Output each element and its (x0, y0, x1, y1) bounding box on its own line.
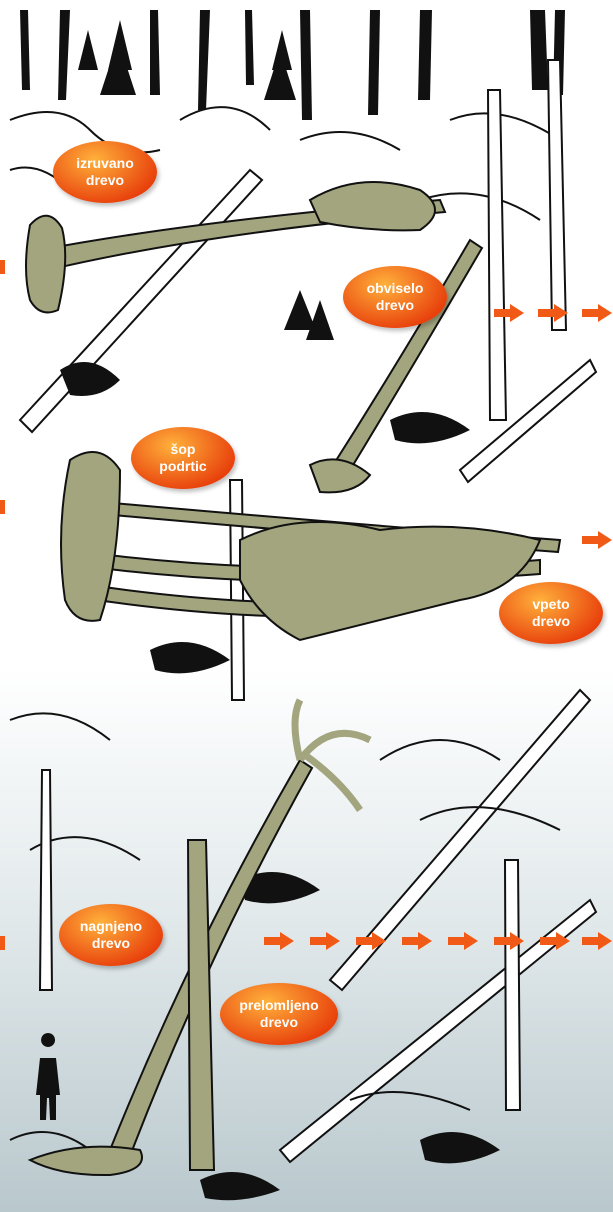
arrow-row-middle (582, 531, 613, 549)
edge-tick-3 (0, 936, 5, 950)
label-leaning-tree: nagnjeno drevo (59, 904, 163, 966)
person-figure (36, 1033, 60, 1120)
arrow-right-icon (402, 932, 432, 950)
conifer-crowns (78, 20, 334, 340)
leaning-tree-trunk (108, 758, 314, 1158)
edge-tick-2 (0, 500, 5, 514)
leaning-tree-roots (27, 1145, 143, 1177)
arrow-right-icon (356, 932, 386, 950)
edge-tick-1 (0, 260, 5, 274)
cluster-crowns (239, 521, 542, 642)
lower-scribbles (9, 712, 561, 1151)
label-cluster-fallen-trees: šop podrtic (131, 427, 235, 489)
arrow-right-icon (448, 932, 478, 950)
label-broken-tree: prelomljeno drevo (220, 983, 338, 1045)
undergrowth-1 (60, 362, 500, 1201)
background-forest (9, 10, 598, 1201)
standing-trunk-mid (228, 479, 246, 701)
standing-trunk-right-1 (486, 89, 508, 421)
uprooted-crown (308, 181, 436, 232)
standing-person-icon (36, 1033, 60, 1120)
arrow-row-top (494, 304, 612, 322)
broken-tree-stump (186, 839, 216, 1171)
arrow-right-icon (582, 304, 612, 322)
arrow-right-icon (582, 932, 612, 950)
lower-left-dead-tree (38, 769, 54, 991)
white-fallen-trunk-3 (328, 688, 592, 992)
arrow-row-bottom (264, 932, 612, 950)
label-hanging-tree: obviselo drevo (343, 266, 447, 328)
arrow-right-icon (582, 531, 612, 549)
uprooted-root-plate (25, 214, 67, 314)
leaning-tree-crown (291, 698, 372, 812)
arrow-right-icon (264, 932, 294, 950)
upper-scribbles (9, 106, 561, 221)
standing-trunk-right-2 (546, 59, 568, 331)
arrow-right-icon (494, 304, 524, 322)
highlighted-fallen-trees (25, 181, 562, 1177)
distant-conifers (20, 10, 565, 120)
arrow-right-icon (494, 932, 524, 950)
arrow-right-icon (310, 932, 340, 950)
white-fallen-trunk-2 (458, 358, 598, 484)
arrow-right-icon (538, 304, 568, 322)
hanging-tree-base (308, 458, 372, 494)
cluster-root-plate (60, 451, 122, 622)
label-uprooted-tree: izruvano drevo (53, 141, 157, 203)
standing-trunk-lower (503, 859, 522, 1111)
arrow-right-icon (540, 932, 570, 950)
label-tensioned-tree: vpeto drevo (499, 582, 603, 644)
